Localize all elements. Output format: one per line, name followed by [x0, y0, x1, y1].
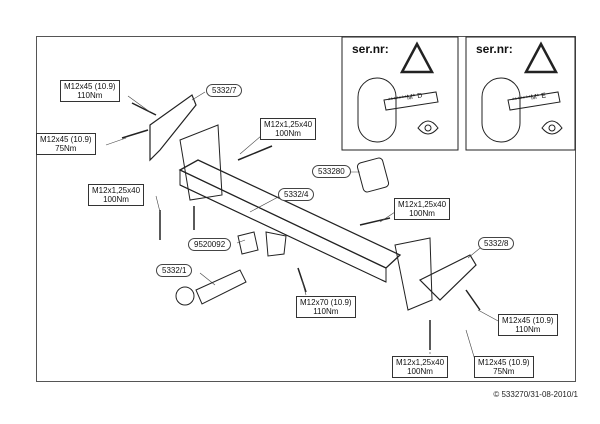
bolt — [465, 289, 481, 311]
diagram-frame — [36, 36, 576, 382]
bolt-spec-top-left: M12x45 (10.9)110Nm — [60, 80, 120, 102]
part-5332-1: 5332/1 — [156, 264, 193, 277]
crossbar-side — [179, 169, 387, 283]
crossbar — [178, 159, 402, 269]
bolt-spec-center: M12x70 (10.9)110Nm — [296, 296, 356, 318]
part-5332-8: 5332/8 — [478, 237, 515, 250]
warning-triangle-icon — [523, 41, 559, 74]
right-bracket — [418, 254, 477, 301]
part-9520092: 9520092 — [188, 238, 232, 251]
part-5332-7: 5332/7 — [206, 84, 243, 97]
serial-title-left: ser.nr: — [352, 42, 389, 56]
eye-icon — [417, 120, 439, 135]
towbar-plate-shape — [481, 77, 521, 143]
tow-ball — [175, 286, 195, 306]
copyright-text: © 533270/31-08-2010/1 — [493, 390, 578, 399]
left-side-arm — [179, 124, 223, 201]
part-533280: 533280 — [312, 165, 351, 178]
warning-panel-right — [465, 36, 576, 151]
bolt — [131, 102, 157, 116]
center-bracket — [237, 231, 259, 255]
warning-panel-left — [341, 36, 459, 151]
warning-triangle-icon — [399, 41, 435, 74]
part-5332-4: 5332/4 — [278, 188, 315, 201]
receiver-bracket — [265, 231, 287, 257]
right-side-arm — [394, 237, 433, 311]
bolt — [359, 217, 391, 226]
serial-plate — [507, 91, 561, 111]
bolt — [121, 129, 149, 139]
bolt — [237, 145, 273, 161]
left-bracket — [149, 94, 197, 162]
serial-plate — [383, 91, 439, 111]
bolt-spec-left: M12x45 (10.9)75Nm — [36, 133, 96, 155]
socket-plate — [356, 157, 390, 193]
eye-pupil-icon — [424, 124, 432, 132]
bolt-spec-right-mid: M12x45 (10.9)110Nm — [498, 314, 558, 336]
towbar-plate-shape — [357, 77, 397, 143]
ball-neck — [195, 269, 247, 305]
serial-title-right: ser.nr: — [476, 42, 513, 56]
eye-pupil-icon — [548, 124, 556, 132]
eye-icon — [541, 120, 563, 135]
bolt-spec-bottom-right: M12x45 (10.9)75Nm — [474, 356, 534, 378]
